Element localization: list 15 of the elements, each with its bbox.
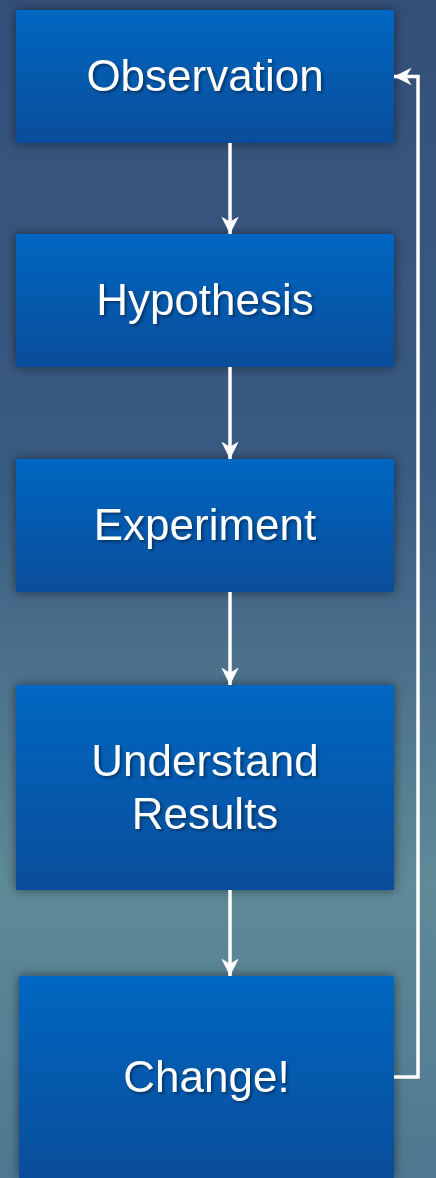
arrow: [221, 592, 239, 685]
process-box: [16, 685, 394, 890]
process-box: [16, 234, 394, 367]
arrow: [221, 890, 239, 976]
process-box: [16, 10, 394, 143]
process-box: [19, 976, 394, 1178]
process-box: [16, 459, 394, 592]
step-label: Change!: [123, 1050, 290, 1103]
step-label: Hypothesis: [96, 274, 314, 327]
step-label: Understand Results: [90, 734, 320, 840]
step-label: Observation: [86, 50, 324, 103]
arrow: [394, 67, 420, 1079]
arrow: [221, 143, 239, 234]
arrow: [221, 367, 239, 459]
step-label: Experiment: [93, 499, 317, 552]
